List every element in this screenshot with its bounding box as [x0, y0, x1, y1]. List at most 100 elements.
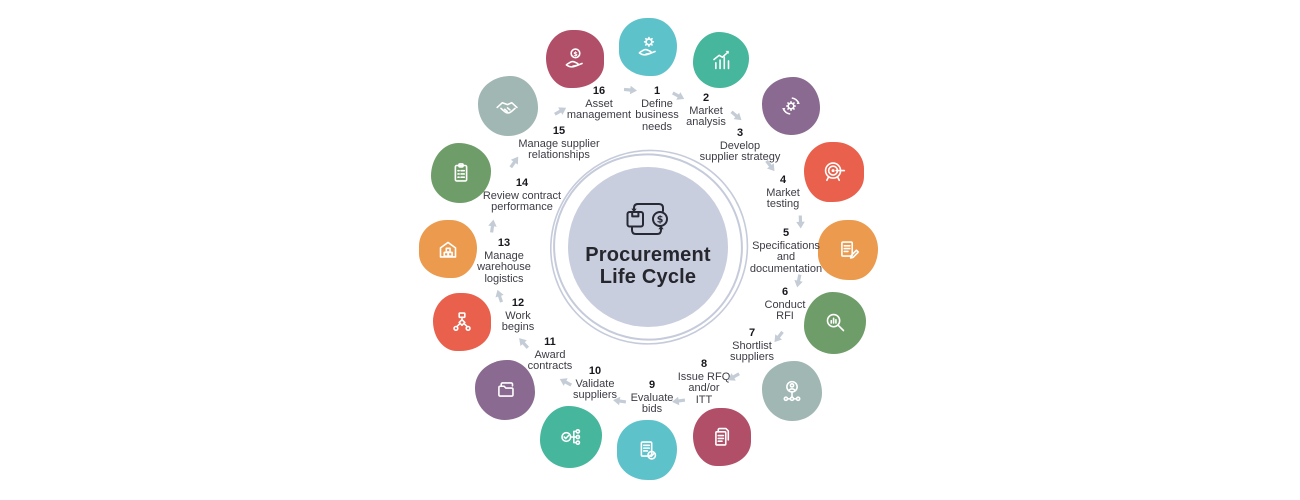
step-circle-6: [804, 292, 866, 354]
documents-stack-icon: [715, 427, 730, 446]
step-circle-5: [818, 220, 878, 280]
step-label-7: 7 Shortlist suppliers: [697, 327, 807, 364]
flow-arrow: [559, 378, 572, 387]
step-label-3: 3 Develop supplier strategy: [685, 127, 795, 164]
step-label-14: 14 Review contract performance: [467, 177, 577, 214]
step-label-11: 11 Award contracts: [495, 336, 605, 373]
step-text: Asset management: [566, 97, 632, 121]
step-number: 8: [700, 358, 708, 370]
step-number: 4: [779, 174, 787, 186]
step-number: 1: [653, 85, 661, 97]
step-circle-8: [693, 408, 751, 466]
step-label-9: 9 Evaluate bids: [597, 379, 707, 416]
step-label-8: 8 Issue RFQ and/or ITT: [649, 358, 759, 406]
step-label-4: 4 Market testing: [728, 174, 838, 211]
step-text: Validate suppliers: [572, 377, 618, 401]
step-text: Work begins: [501, 309, 535, 333]
document-pencil-icon: [841, 241, 860, 259]
step-number: 6: [781, 286, 789, 298]
page-title: Procurement Life Cycle: [585, 244, 711, 288]
handshake-icon: [496, 101, 518, 114]
workflow-icon: [453, 312, 471, 332]
step-text: Award contracts: [527, 348, 573, 372]
step-circle-4: [804, 142, 864, 202]
step-circle-16: $: [546, 30, 604, 88]
step-text: Issue RFQ and/or ITT: [677, 370, 731, 406]
flow-arrow: [765, 159, 775, 172]
step-label-2: 2 Market analysis: [651, 92, 761, 129]
warehouse-icon: [439, 241, 457, 258]
step-text: Manage warehouse logistics: [477, 249, 531, 285]
step-number: 5: [782, 227, 790, 239]
step-label-16: 16 Asset management: [544, 85, 654, 122]
step-label-13: 13 Manage warehouse logistics: [449, 237, 559, 285]
step-label-12: 12 Work begins: [463, 297, 573, 334]
flow-arrow: [730, 110, 742, 121]
step-circle-3: [762, 77, 820, 135]
step-circle-11: [475, 360, 535, 420]
step-text: Develop supplier strategy: [699, 139, 781, 163]
flow-arrow: [774, 330, 784, 343]
flow-arrow: [495, 289, 504, 303]
coin-hand-icon: $: [565, 48, 583, 68]
flow-arrow: [623, 85, 637, 95]
flow-arrow: [672, 396, 686, 406]
person-network-icon: [783, 380, 801, 402]
check-hierarchy-icon: [561, 428, 581, 446]
target-icon: [824, 162, 846, 182]
flow-arrow: [519, 338, 530, 349]
svg-text:$: $: [657, 214, 664, 225]
step-number: 16: [592, 85, 606, 97]
step-label-10: 10 Validate suppliers: [540, 365, 650, 402]
step-text: Conduct RFI: [764, 298, 806, 322]
svg-text:$: $: [573, 50, 578, 58]
step-circle-14: [431, 143, 491, 203]
flow-arrow: [509, 156, 519, 169]
step-number: 11: [544, 336, 556, 348]
flow-arrow: [488, 219, 497, 233]
step-circle-13: [419, 220, 477, 278]
flow-arrow: [613, 396, 627, 406]
flow-arrow: [672, 91, 685, 100]
goods-money-exchange-icon: $: [626, 203, 668, 235]
step-number: 3: [736, 127, 744, 139]
step-label-6: 6 Conduct RFI: [730, 286, 840, 323]
step-text: Manage supplier relationships: [518, 137, 600, 161]
step-text: Evaluate bids: [630, 391, 674, 415]
step-label-15: 15 Manage supplier relationships: [504, 125, 614, 162]
step-text: Market testing: [766, 186, 800, 210]
flow-arrow: [796, 215, 805, 229]
step-label-1: 1 Define business needs: [602, 85, 712, 133]
step-circle-10: [540, 406, 602, 468]
step-text: Shortlist suppliers: [729, 339, 775, 363]
folder-icon: [498, 382, 514, 397]
step-number: 13: [497, 237, 511, 249]
step-number: 10: [588, 365, 602, 377]
step-number: 2: [702, 92, 710, 104]
flow-arrow: [794, 274, 803, 288]
step-number: 9: [648, 379, 656, 391]
step-text: Define business needs: [635, 97, 679, 133]
step-number: 12: [511, 297, 525, 309]
flow-arrow: [554, 107, 567, 116]
step-circle-2: [693, 32, 749, 88]
step-circle-1: [619, 18, 677, 76]
clipboard-checklist-icon: [454, 163, 468, 182]
magnifier-data-icon: [826, 313, 845, 332]
step-number: 7: [748, 327, 756, 339]
flow-arrow: [727, 372, 740, 381]
step-number: 15: [552, 125, 566, 137]
step-text: Review contract performance: [482, 189, 562, 213]
step-label-5: 5 Specifications and documentation: [731, 227, 841, 275]
step-number: 14: [515, 177, 529, 189]
step-text: Market analysis: [686, 104, 726, 128]
step-circle-7: [762, 361, 822, 421]
checklist-check-icon: [640, 441, 657, 460]
gear-hand-icon: [638, 36, 656, 56]
growth-chart-icon: [713, 50, 730, 70]
gear-sync-icon: [782, 97, 800, 115]
step-circle-12: [433, 293, 491, 351]
step-text: Specifications and documentation: [749, 239, 823, 275]
step-circle-15: [478, 76, 538, 136]
